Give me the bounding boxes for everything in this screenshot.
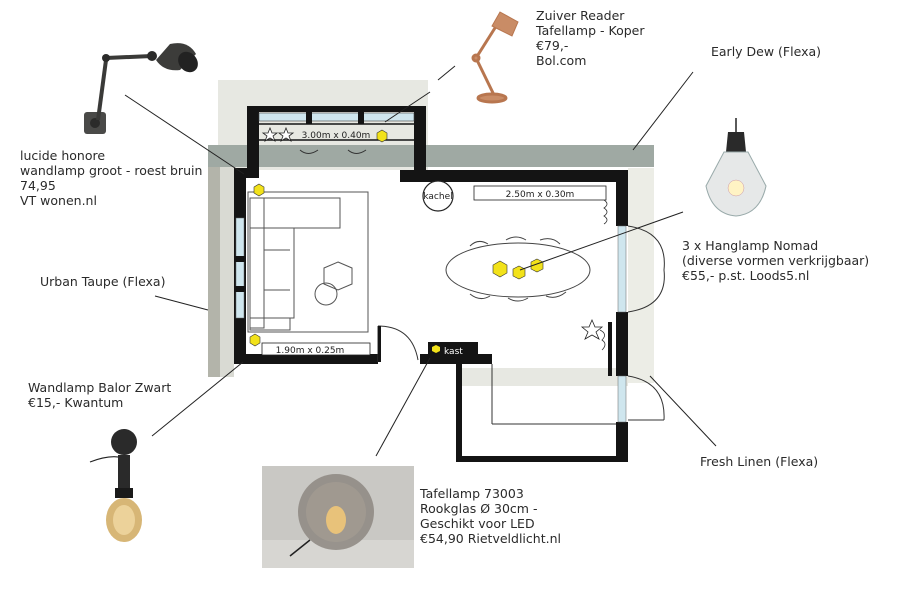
label-early-dew: Early Dew (Flexa) bbox=[711, 44, 821, 59]
label-wandlamp-balor: Wandlamp Balor Zwart €15,- Kwantum bbox=[28, 380, 172, 410]
stove bbox=[422, 180, 454, 212]
early-dew-band bbox=[208, 145, 654, 167]
stove-label: kachel bbox=[423, 192, 452, 202]
label-tafellamp-73003: Tafellamp 73003 Rookglas Ø 30cm - Geschi… bbox=[420, 486, 561, 546]
star-light-icon bbox=[261, 126, 604, 340]
wall-lamp-bulb-icon bbox=[89, 429, 142, 542]
cabinet bbox=[428, 342, 478, 358]
window-left bbox=[234, 217, 246, 319]
plant-icon bbox=[599, 199, 608, 351]
desk-lamp-copper-icon bbox=[471, 11, 519, 104]
pendant-lamp-glass-icon bbox=[705, 118, 767, 217]
leader-lines bbox=[124, 65, 717, 457]
walls bbox=[234, 106, 628, 462]
window-right-label: 2.50m x 0.30m bbox=[506, 190, 575, 200]
window-top-label: 3.00m x 0.40m bbox=[302, 131, 371, 141]
light-band-bottom bbox=[460, 368, 628, 386]
label-urban-taupe: Urban Taupe (Flexa) bbox=[40, 274, 166, 289]
fresh-linen-band bbox=[628, 168, 654, 383]
wall-lamp-arm-icon bbox=[84, 43, 198, 134]
window-bottom-label: 1.90m x 0.25m bbox=[276, 346, 345, 356]
label-zuiver-reader: Zuiver Reader Tafellamp - Koper €79,- Bo… bbox=[536, 8, 645, 68]
label-lucide-honore: lucide honore wandlamp groot - roest bru… bbox=[20, 148, 203, 208]
coffee-tables bbox=[314, 261, 353, 306]
label-fresh-linen: Fresh Linen (Flexa) bbox=[700, 454, 819, 469]
cabinet-label: kast bbox=[444, 347, 463, 357]
label-hanglamp-nomad: 3 x Hanglamp Nomad (diverse vormen verkr… bbox=[682, 238, 870, 283]
smoke-glass-lamp-photo bbox=[262, 466, 414, 568]
window-top bbox=[258, 110, 415, 154]
sofa bbox=[247, 191, 369, 333]
door-swing bbox=[377, 325, 419, 362]
light-band-left bbox=[220, 167, 234, 377]
window-right bbox=[617, 225, 665, 423]
